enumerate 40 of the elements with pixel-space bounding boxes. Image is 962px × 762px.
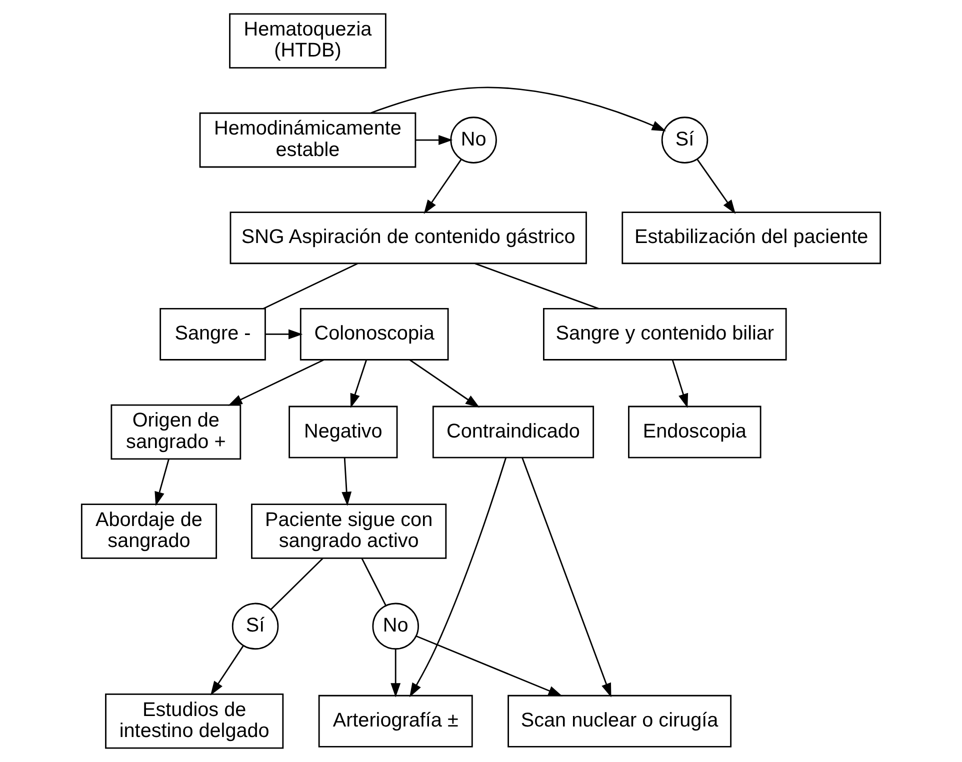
arrow: [390, 648, 401, 698]
arrow: [266, 329, 303, 340]
node-box: Endoscopia: [628, 406, 762, 458]
node-circle: No: [372, 602, 419, 650]
node-box: Hematoquezia (HTDB): [229, 13, 386, 68]
arrow: [370, 86, 666, 132]
arrow: [672, 360, 688, 408]
node-box: Paciente sigue con sangrado activo: [251, 504, 447, 559]
node-box: Scan nuclear o cirugía: [508, 694, 732, 748]
connector: [263, 262, 358, 310]
node-box: Contraindicado: [432, 406, 594, 458]
arrow: [416, 635, 563, 696]
arrow: [416, 135, 453, 146]
node-circle: No: [450, 116, 497, 164]
node-circle: Sí: [661, 116, 708, 164]
connector: [270, 558, 324, 610]
node-box: SNG Aspiración de contenido gástrico: [230, 212, 587, 264]
arrow: [696, 158, 736, 214]
node-box: Hemodinámicamente estable: [199, 112, 416, 168]
arrow: [424, 158, 462, 214]
node-box: Estudios de intestino delgado: [105, 694, 284, 749]
node-box: Negativo: [288, 406, 398, 458]
node-box: Origen de sangrado +: [110, 404, 242, 460]
node-circle: Sí: [232, 602, 279, 650]
connector: [361, 558, 386, 606]
arrow: [522, 458, 612, 698]
arrow: [342, 458, 352, 506]
arrow: [228, 359, 324, 406]
arrow: [210, 645, 244, 696]
node-box: Arteriografía ±: [318, 694, 473, 748]
arrow: [154, 459, 170, 506]
arrow: [410, 458, 507, 698]
arrow: [350, 360, 367, 408]
arrow: [409, 359, 480, 408]
node-box: Sangre -: [160, 308, 266, 360]
node-box: Estabilización del paciente: [622, 212, 882, 264]
node-box: Abordaje de sangrado: [80, 504, 218, 559]
node-box: Colonoscopia: [300, 308, 449, 360]
connector: [474, 262, 599, 310]
node-box: Sangre y contenido biliar: [543, 308, 787, 360]
